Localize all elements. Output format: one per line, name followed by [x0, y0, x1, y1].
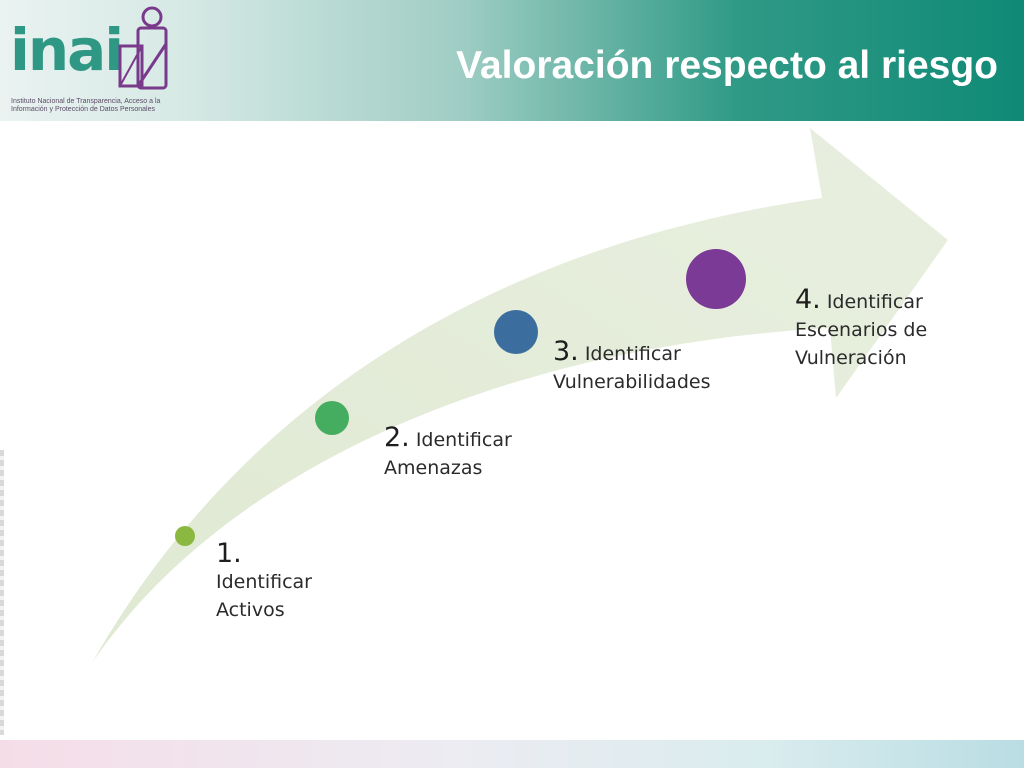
inai-logo-text: inai	[10, 16, 124, 84]
step-3-label: 3. Identificar Vulnerabilidades	[553, 338, 710, 396]
curved-process-arrow	[92, 128, 948, 663]
step-3-number: 3.	[553, 336, 579, 367]
left-edge-decoration	[0, 450, 4, 735]
slide-header: inai Instituto Nacional de Transparencia…	[0, 0, 1024, 121]
step-4-dot	[686, 249, 746, 309]
step-4-label: 4. Identificar Escenarios de Vulneración	[795, 286, 927, 372]
step-3-text-line1: Identificar	[584, 343, 681, 365]
inai-logo-subtitle: Instituto Nacional de Transparencia, Acc…	[11, 98, 161, 113]
step-1-number: 1.	[216, 538, 242, 569]
slide-footer-band	[0, 740, 1024, 768]
step-2-text-line2: Amenazas	[384, 457, 483, 479]
step-1-label: 1. Identificar Activos	[216, 540, 312, 624]
inai-logo-figure-icon	[118, 6, 168, 90]
step-4-text-line3: Vulneración	[795, 347, 907, 369]
step-2-dot	[315, 401, 349, 435]
step-1-text-line2: Activos	[216, 599, 285, 621]
step-4-text-line2: Escenarios de	[795, 319, 928, 341]
step-3-dot	[494, 310, 538, 354]
step-1-text-line1: Identificar	[216, 571, 312, 593]
step-4-number: 4.	[795, 284, 821, 315]
slide-title: Valoración respecto al riesgo	[456, 44, 998, 87]
step-2-label: 2. Identificar Amenazas	[384, 424, 512, 482]
step-3-text-line2: Vulnerabilidades	[553, 371, 711, 393]
step-2-number: 2.	[384, 422, 410, 453]
step-1-dot	[175, 526, 195, 546]
step-4-text-line1: Identificar	[826, 291, 923, 313]
step-2-text-line1: Identificar	[415, 429, 512, 451]
